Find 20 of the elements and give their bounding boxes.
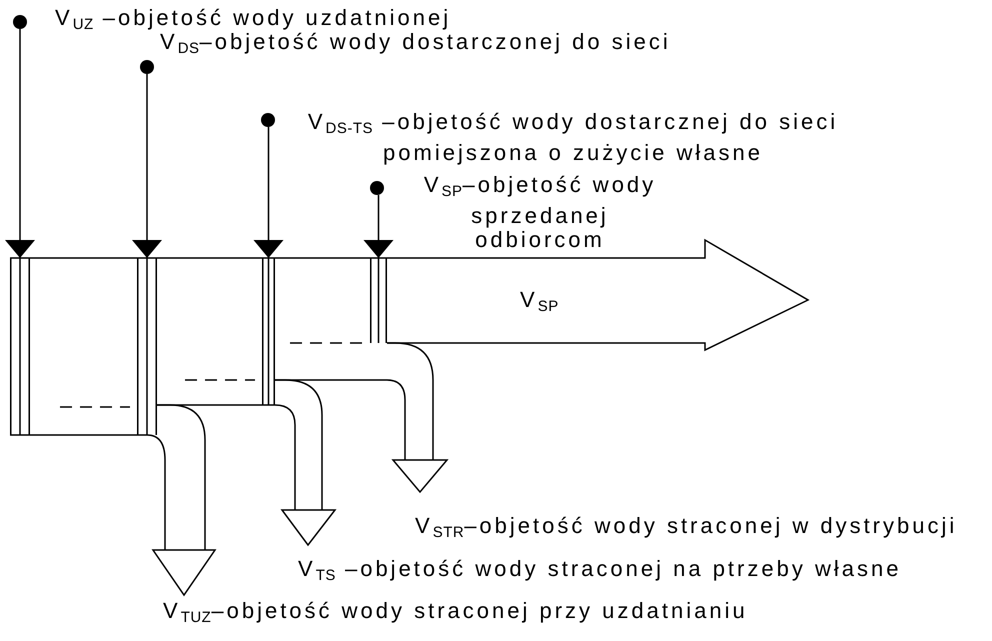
dot-marker	[261, 113, 275, 127]
annotation-text: V$_{DS}$–objetość wody dostarczonej do sieci	[160, 30, 671, 59]
dot-marker	[370, 181, 384, 195]
flow-divider	[137, 258, 157, 435]
flow-divider	[262, 258, 275, 405]
annotation-text: V$_{UZ}$ –objetość wody uzdatnionej	[55, 6, 452, 33]
arrow	[5, 29, 35, 258]
annotation-text: V$_{TUZ}$–objetość wody straconej przy uzdatnianiu	[163, 599, 748, 628]
annotation-text: V$_{STR}$–objetość wody straconej w dystrybucji	[415, 514, 958, 543]
flow-label: V$_{SP}$	[520, 288, 559, 317]
arrow	[254, 127, 284, 258]
flow-divider	[370, 258, 387, 343]
dot-marker	[140, 60, 154, 74]
arrow	[132, 74, 162, 258]
arrow	[364, 195, 394, 258]
dot-marker	[13, 15, 27, 29]
flow-divider	[10, 258, 30, 435]
annotation-text: V$_{TS}$ –objetość wody straconej na ptrzeby własne	[298, 557, 902, 586]
annotation-text: V$_{DS-TS}$ –objetość wody dostarcznej do sieci pomiejszona o zużycie własne	[306, 110, 840, 165]
annotation-text: V$_{SP}$–objetość wody sprzedanej odbiorcom	[422, 173, 658, 252]
